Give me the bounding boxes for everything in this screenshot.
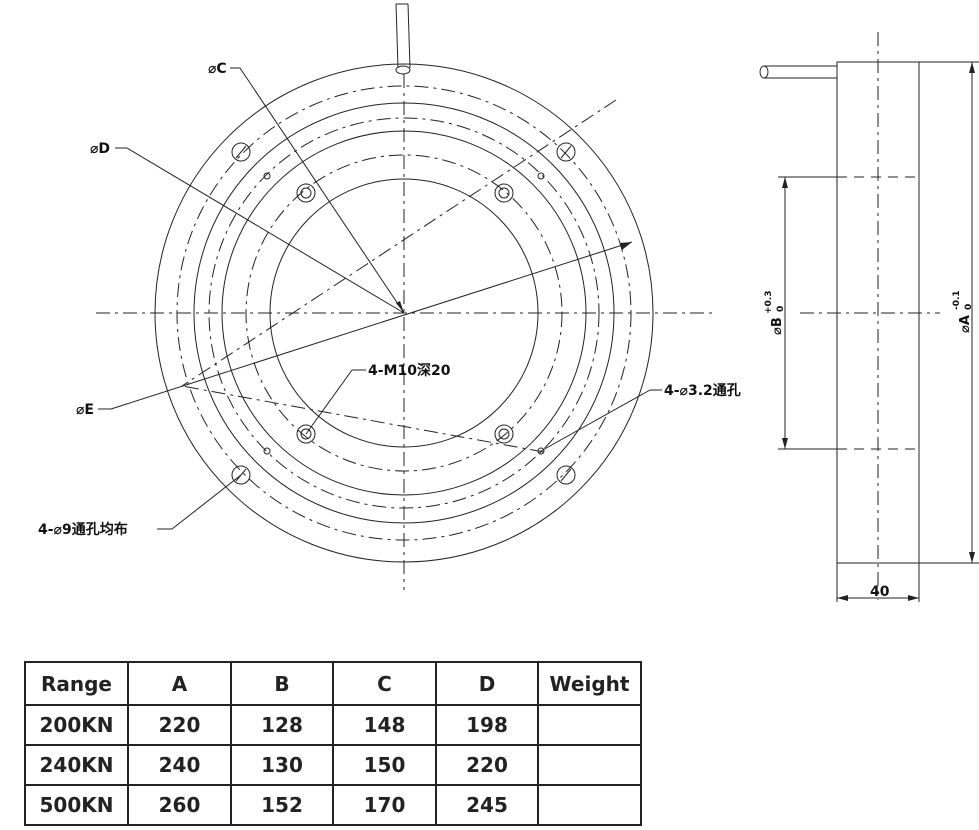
tapped-hole-m10: [296, 424, 316, 444]
through-hole-dia9: [231, 142, 251, 162]
side-cable: [759, 65, 837, 79]
dimension-b: [778, 176, 837, 450]
label-through-holes-large: 4-⌀9通孔均布: [38, 521, 128, 538]
cell-a: 220: [127, 704, 232, 746]
tapped-hole-m10: [296, 183, 316, 203]
cable: [395, 3, 411, 75]
header-c: C: [332, 661, 437, 706]
leader-dia-e: [98, 241, 633, 410]
cell-b: 128: [230, 704, 334, 746]
cell-a: 260: [127, 784, 232, 826]
cell-weight: [537, 784, 642, 826]
label-tapped-holes: 4-M10深20: [368, 362, 451, 379]
dimension-a: [919, 61, 979, 564]
through-hole-dia3-2: [263, 447, 271, 455]
header-d: D: [435, 661, 539, 706]
header-range: Range: [24, 661, 129, 706]
leader-dia-c: [230, 67, 405, 314]
label-thickness: 40: [870, 584, 890, 600]
label-dim-b-tol-lower: 0: [776, 306, 786, 312]
leader-3-2: [540, 389, 662, 452]
label-dia-c: ⌀C: [208, 61, 227, 77]
through-hole-dia3-2: [537, 172, 545, 180]
header-a: A: [127, 661, 232, 706]
leader-dia9: [157, 474, 242, 530]
leader-m10: [305, 369, 366, 435]
label-dim-a-tol-upper: -0.1: [952, 290, 962, 310]
cell-c: 170: [332, 784, 437, 826]
cell-range: 500KN: [24, 784, 129, 826]
header-weight: Weight: [537, 661, 642, 706]
cell-a: 240: [127, 744, 232, 786]
cell-b: 130: [230, 744, 334, 786]
technical-drawing: ⌀C ⌀D ⌀E 4-M10深20 4-⌀3.2通孔 4-⌀9通孔均布 ⌀B: [38, 3, 979, 602]
side-view: ⌀B +0.3 0 ⌀A -0.1 0 40: [759, 32, 979, 602]
through-hole-dia3-2: [263, 172, 271, 180]
through-hole-dia3-2: [537, 447, 545, 455]
through-hole-dia9: [556, 142, 576, 162]
label-dim-b: ⌀B: [770, 317, 785, 335]
table-row: 200KN 220 128 148 198: [24, 704, 642, 746]
label-dim-a-tol-lower: 0: [964, 304, 974, 310]
header-b: B: [230, 661, 334, 706]
dimension-thickness: [836, 563, 920, 602]
through-hole-dia9: [556, 465, 576, 485]
cell-weight: [537, 744, 642, 786]
cell-d: 198: [435, 704, 539, 746]
spec-table: Range A B C D Weight 200KN 220 128 148 1…: [24, 661, 642, 826]
leader-dia-d: [115, 147, 405, 314]
label-dim-a: ⌀A: [958, 315, 973, 333]
label-dim-b-tol-upper: +0.3: [764, 291, 774, 314]
diagonal-centerline-2: [181, 385, 545, 453]
table-row: 500KN 260 152 170 245: [24, 784, 642, 826]
cell-c: 150: [332, 744, 437, 786]
label-dia-d: ⌀D: [90, 141, 110, 157]
table-header-row: Range A B C D Weight: [24, 661, 642, 706]
tapped-hole-m10: [494, 424, 514, 444]
table-row: 240KN 240 130 150 220: [24, 744, 642, 786]
cell-range: 200KN: [24, 704, 129, 746]
label-dia-e: ⌀E: [76, 402, 94, 418]
cell-d: 245: [435, 784, 539, 826]
tapped-hole-m10: [494, 183, 514, 203]
diagonal-centerline-1: [181, 99, 617, 387]
cell-range: 240KN: [24, 744, 129, 786]
cell-weight: [537, 704, 642, 746]
cell-d: 220: [435, 744, 539, 786]
cell-b: 152: [230, 784, 334, 826]
label-through-holes-small: 4-⌀3.2通孔: [664, 383, 741, 399]
cell-c: 148: [332, 704, 437, 746]
front-view: ⌀C ⌀D ⌀E 4-M10深20 4-⌀3.2通孔 4-⌀9通孔均布: [38, 3, 741, 590]
